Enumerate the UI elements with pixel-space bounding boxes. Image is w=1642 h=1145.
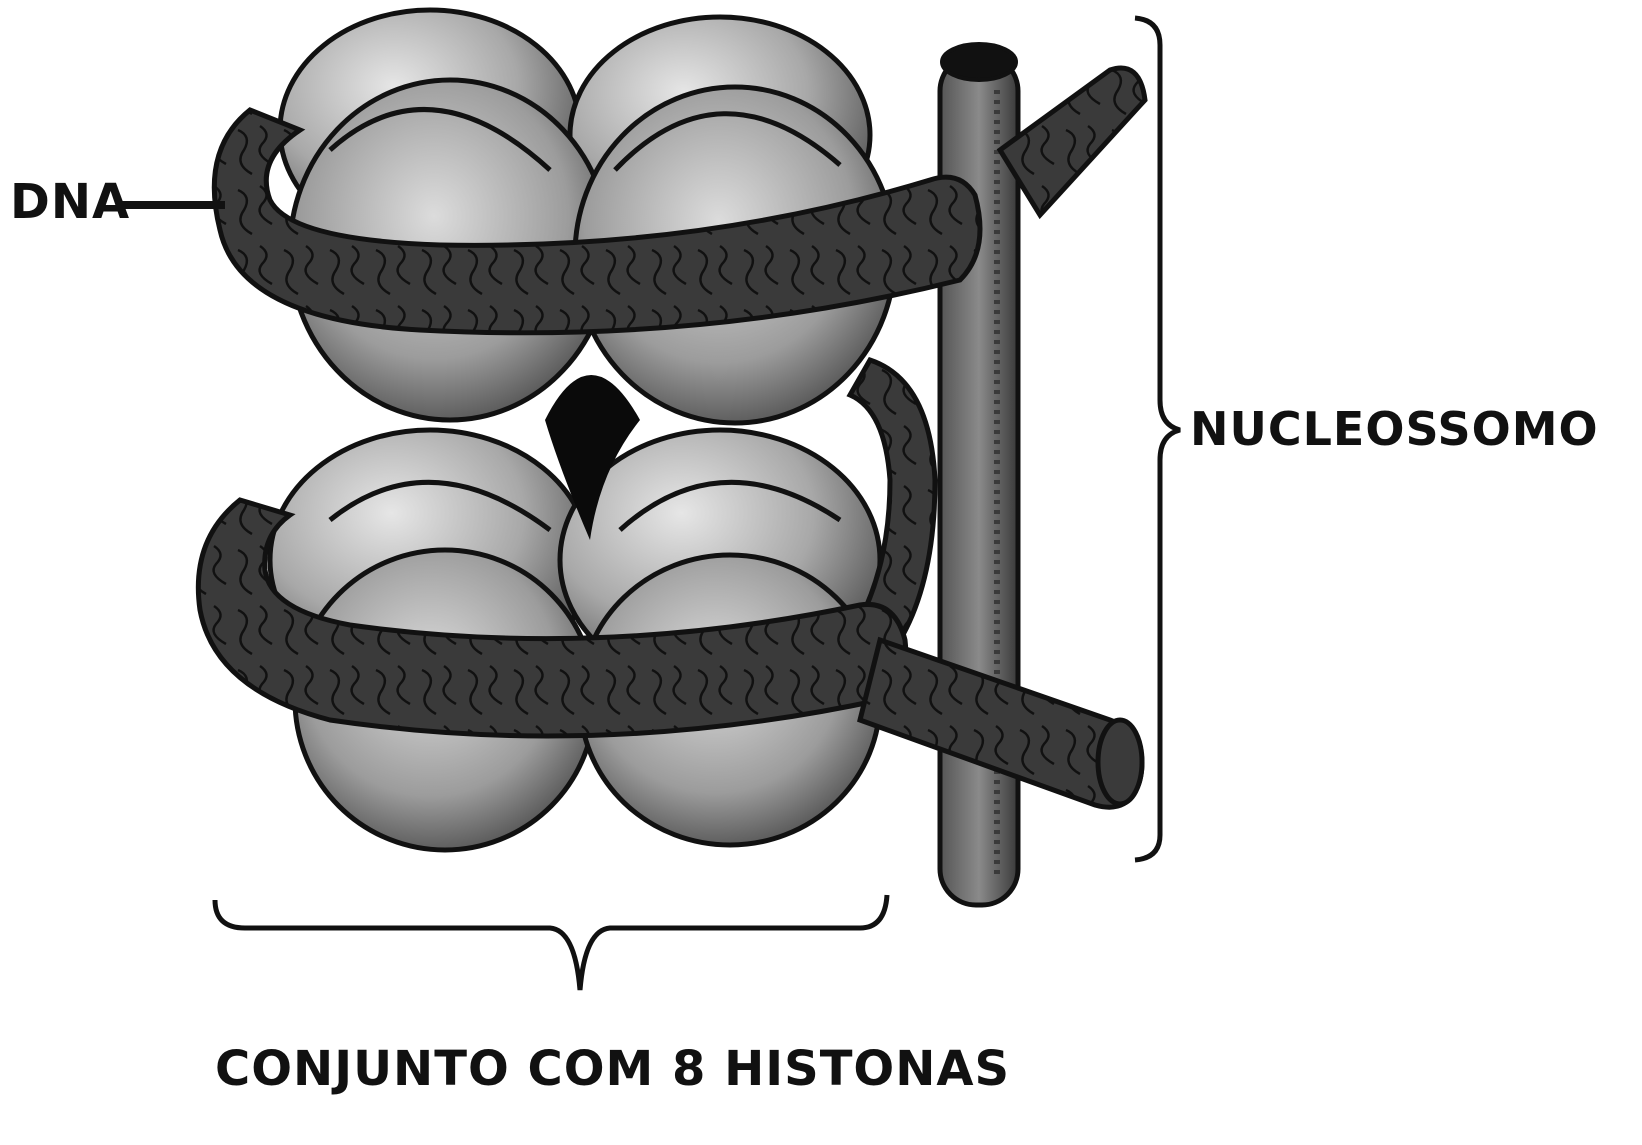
linker-dna-vertical	[937, 42, 1021, 908]
dna-label-group: DNA	[10, 174, 225, 230]
dna-strand-upper-right	[996, 65, 1148, 220]
dna-label: DNA	[10, 174, 130, 230]
nucleosome-brace: NUCLEOSSOMO	[1134, 15, 1599, 863]
nucleosome-label: NUCLEOSSOMO	[1190, 402, 1599, 456]
dna-strand-lower-right	[857, 636, 1145, 810]
dna-wrap-upper	[211, 107, 983, 336]
histone-core-brace: CONJUNTO COM 8 HISTONAS	[212, 894, 1010, 1097]
histone-core-label: CONJUNTO COM 8 HISTONAS	[215, 1041, 1010, 1097]
